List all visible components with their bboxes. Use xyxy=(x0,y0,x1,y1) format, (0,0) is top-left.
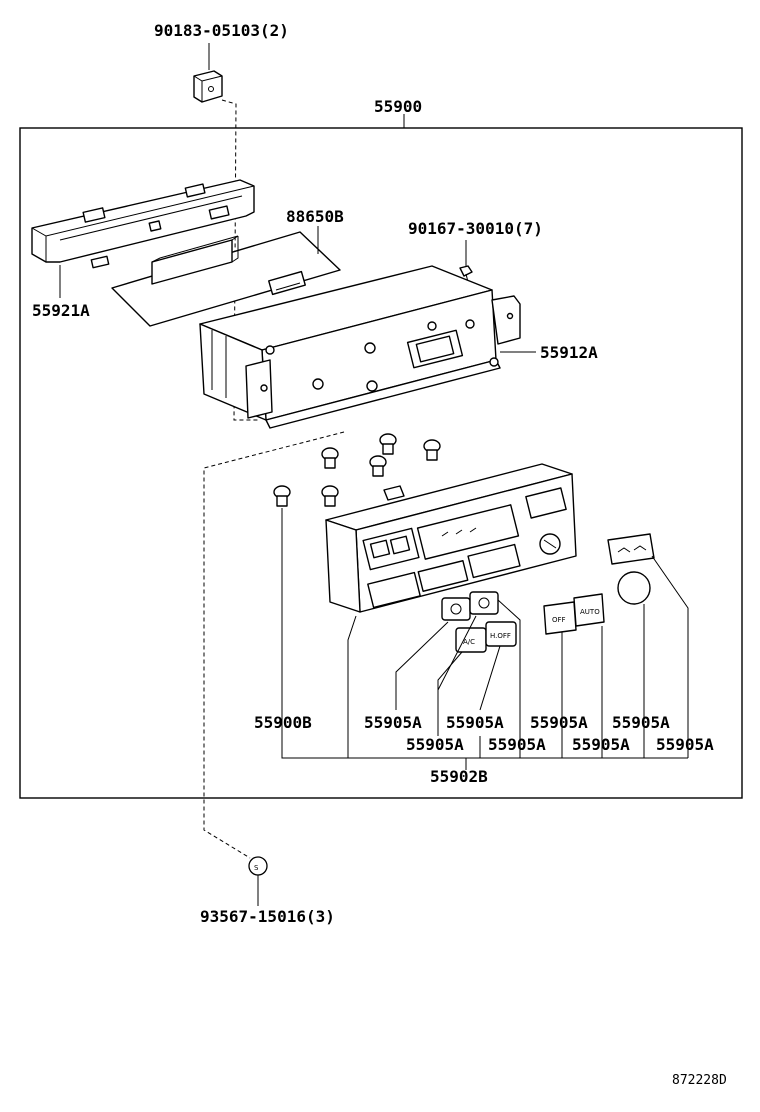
label-55905a-1: 55905A xyxy=(364,713,422,732)
assembly-box-55900 xyxy=(19,127,743,799)
main-panel-55912a xyxy=(199,265,521,429)
clip-nut-90183 xyxy=(193,70,223,103)
label-55905a-8: 55905A xyxy=(656,735,714,754)
leader-lines xyxy=(281,508,689,770)
button-off-55905a: OFF xyxy=(543,601,577,635)
label-55905a-7: 55905A xyxy=(572,735,630,754)
screw-90167 xyxy=(459,265,473,283)
label-55905a-2: 55905A xyxy=(446,713,504,732)
button-auto-55905a: AUTO xyxy=(573,593,605,627)
label-55905a-3: 55905A xyxy=(530,713,588,732)
button-hoff-label: H.OFF xyxy=(490,632,511,640)
bracket-55921a xyxy=(31,179,255,269)
button-ac-label: A/C xyxy=(463,638,475,646)
circuit-board-88650b xyxy=(111,231,341,327)
control-unit-55902b xyxy=(325,463,577,613)
screw-symbol-label: S xyxy=(254,864,259,872)
label-55905a-6: 55905A xyxy=(488,735,546,754)
label-55902b: 55902B xyxy=(430,767,488,786)
label-90167: 90167-30010(7) xyxy=(408,219,543,238)
bulbs xyxy=(273,433,441,507)
label-55900b: 55900B xyxy=(254,713,312,732)
screw-93567: S xyxy=(248,856,268,876)
button-55905a-2 xyxy=(469,591,499,615)
button-ac-55905a: A/C xyxy=(455,627,487,653)
label-55905a-4: 55905A xyxy=(612,713,670,732)
label-90183: 90183-05103(2) xyxy=(154,21,289,40)
button-fan-55905a xyxy=(607,533,655,565)
label-55900: 55900 xyxy=(374,97,422,116)
drawing-code: 872228D xyxy=(672,1073,727,1088)
label-88650b: 88650B xyxy=(286,207,344,226)
knob-55905a xyxy=(617,571,651,605)
label-55912a: 55912A xyxy=(540,343,598,362)
button-55905a-1 xyxy=(441,597,471,621)
label-55921a: 55921A xyxy=(32,301,90,320)
button-auto-label: AUTO xyxy=(580,608,600,616)
label-93567: 93567-15016(3) xyxy=(200,907,335,926)
label-55905a-5: 55905A xyxy=(406,735,464,754)
button-off-label: OFF xyxy=(552,616,566,624)
button-hoff-55905a: H.OFF xyxy=(485,621,517,647)
